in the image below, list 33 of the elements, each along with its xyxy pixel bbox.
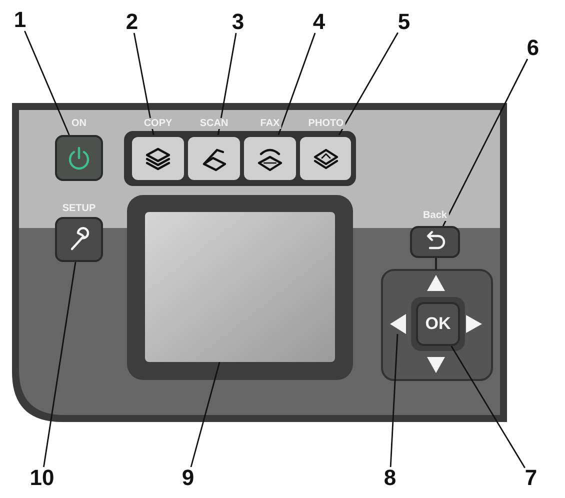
button-label: SETUP: [60, 203, 98, 214]
callout-number: 5: [398, 11, 410, 33]
leader-line: [338, 32, 398, 136]
button-label: FAX: [258, 118, 282, 129]
leader-line: [190, 362, 220, 468]
callout-number: 3: [232, 11, 244, 33]
callout-number: 2: [126, 11, 138, 33]
callout-number: 4: [312, 11, 326, 33]
callout-number: 6: [526, 37, 540, 59]
button-label: COPY: [142, 118, 174, 129]
leader-line: [450, 346, 526, 468]
leader-line: [217, 32, 237, 136]
callout-number: 7: [524, 467, 538, 489]
leader-line: [43, 262, 76, 468]
callout-number: 8: [384, 467, 396, 489]
button-label: SCAN: [198, 118, 230, 129]
leader-line: [442, 58, 528, 226]
up-arrow-button: [427, 275, 445, 291]
button-label: ON: [70, 118, 88, 129]
button-label: Back: [421, 210, 449, 221]
right-arrow-button: [466, 315, 482, 333]
callout-number: 1: [14, 9, 26, 31]
callout-number: 10: [30, 467, 54, 489]
leader-line: [24, 30, 70, 136]
leader-line: [133, 32, 154, 136]
leader-line: [390, 334, 398, 468]
display-screen: [145, 212, 335, 362]
left-arrow-button: [390, 314, 406, 334]
ok-button: OK: [416, 302, 460, 346]
leader-line: [278, 32, 316, 136]
callout-number: 9: [182, 467, 194, 489]
down-arrow-button: [427, 357, 445, 373]
button-label: PHOTO: [306, 118, 346, 129]
